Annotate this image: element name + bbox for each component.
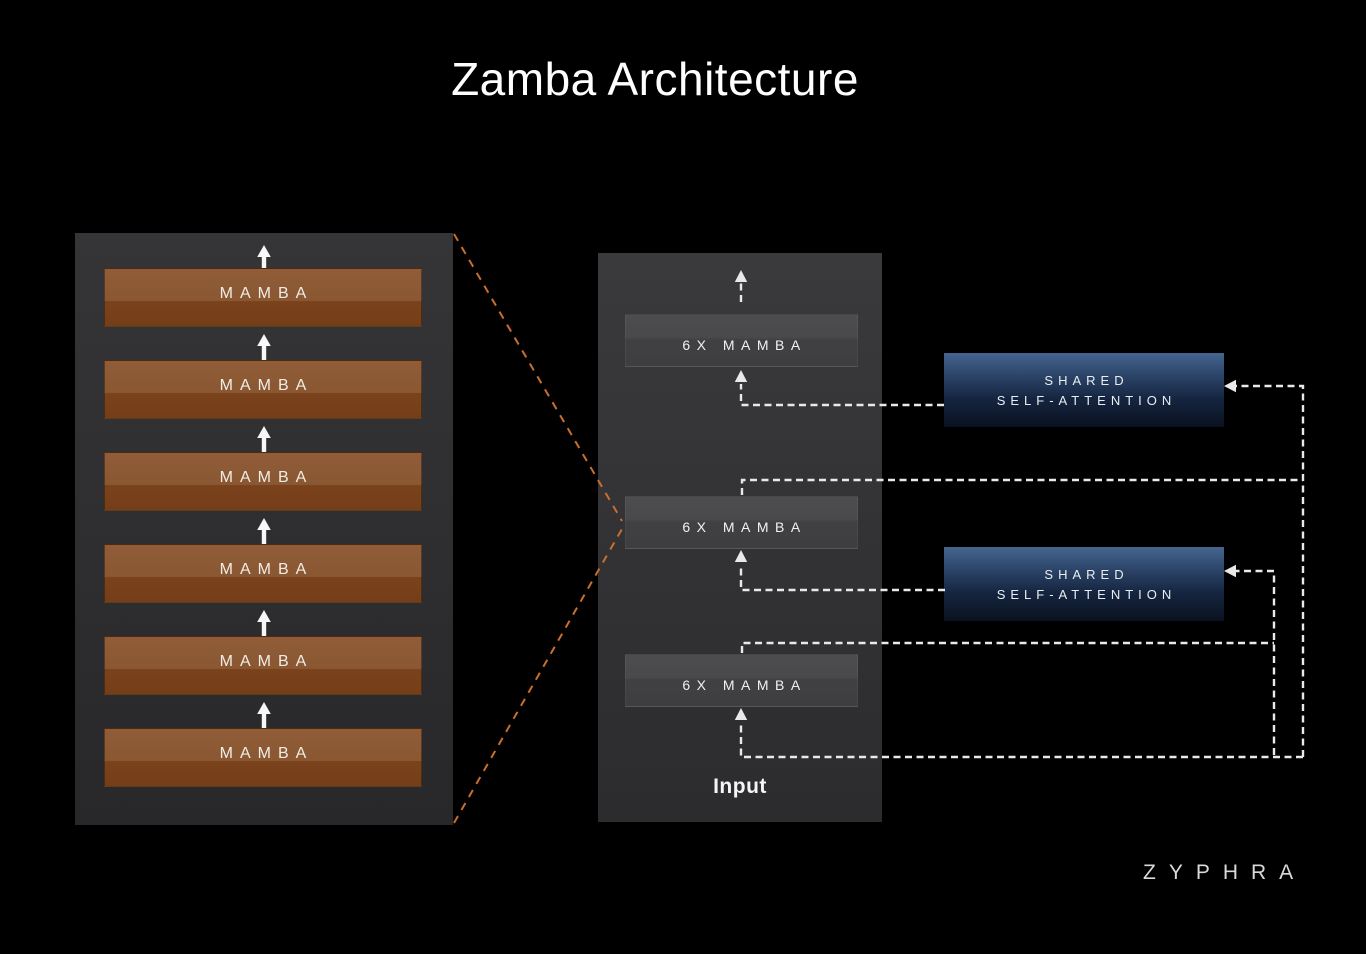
mamba-block-label: MAMBA bbox=[219, 468, 314, 486]
mamba-block-label: MAMBA bbox=[219, 652, 314, 670]
mamba-stack-panel: MAMBA MAMBA MAMBA MAMBA MAMBA MAMBA bbox=[75, 233, 453, 825]
expand-lines bbox=[453, 233, 623, 824]
mamba-block-4: MAMBA bbox=[104, 544, 422, 603]
input-label: Input bbox=[713, 775, 767, 798]
mamba-block-label: MAMBA bbox=[219, 744, 314, 762]
six-mamba-block-bottom: 6X MAMBA bbox=[625, 654, 858, 707]
zyphra-logo: ZYPHRA bbox=[1143, 861, 1307, 884]
attention-label-line1: SHARED bbox=[1044, 372, 1129, 388]
mamba-block-1: MAMBA bbox=[104, 268, 422, 327]
mamba-block-label: MAMBA bbox=[219, 560, 314, 578]
backbone-panel: 6X MAMBA 6X MAMBA 6X MAMBA Input bbox=[598, 253, 882, 822]
expand-line-bottom bbox=[453, 528, 623, 824]
attention-label-line1: SHARED bbox=[1044, 566, 1129, 582]
page-title: Zamba Architecture bbox=[451, 53, 859, 105]
mamba-block-2: MAMBA bbox=[104, 360, 422, 419]
six-mamba-label: 6X MAMBA bbox=[682, 676, 807, 693]
attention-label-line2: SELF-ATTENTION bbox=[996, 586, 1177, 602]
six-mamba-block-middle: 6X MAMBA bbox=[625, 496, 858, 549]
shared-self-attention-box-upper: SHARED SELF-ATTENTION bbox=[944, 353, 1224, 427]
riser-to-lower-attention bbox=[1224, 564, 1276, 755]
expand-line-top bbox=[453, 233, 623, 522]
six-mamba-block-top: 6X MAMBA bbox=[625, 314, 858, 367]
riser-to-upper-attention bbox=[1224, 379, 1305, 757]
mamba-block-3: MAMBA bbox=[104, 452, 422, 511]
six-mamba-label: 6X MAMBA bbox=[682, 518, 807, 535]
mamba-block-6: MAMBA bbox=[104, 728, 422, 787]
attention-label-line2: SELF-ATTENTION bbox=[996, 392, 1177, 408]
shared-self-attention-box-lower: SHARED SELF-ATTENTION bbox=[944, 547, 1224, 621]
mamba-block-label: MAMBA bbox=[219, 376, 314, 394]
mamba-block-label: MAMBA bbox=[219, 284, 314, 302]
six-mamba-label: 6X MAMBA bbox=[682, 336, 807, 353]
mamba-block-5: MAMBA bbox=[104, 636, 422, 695]
